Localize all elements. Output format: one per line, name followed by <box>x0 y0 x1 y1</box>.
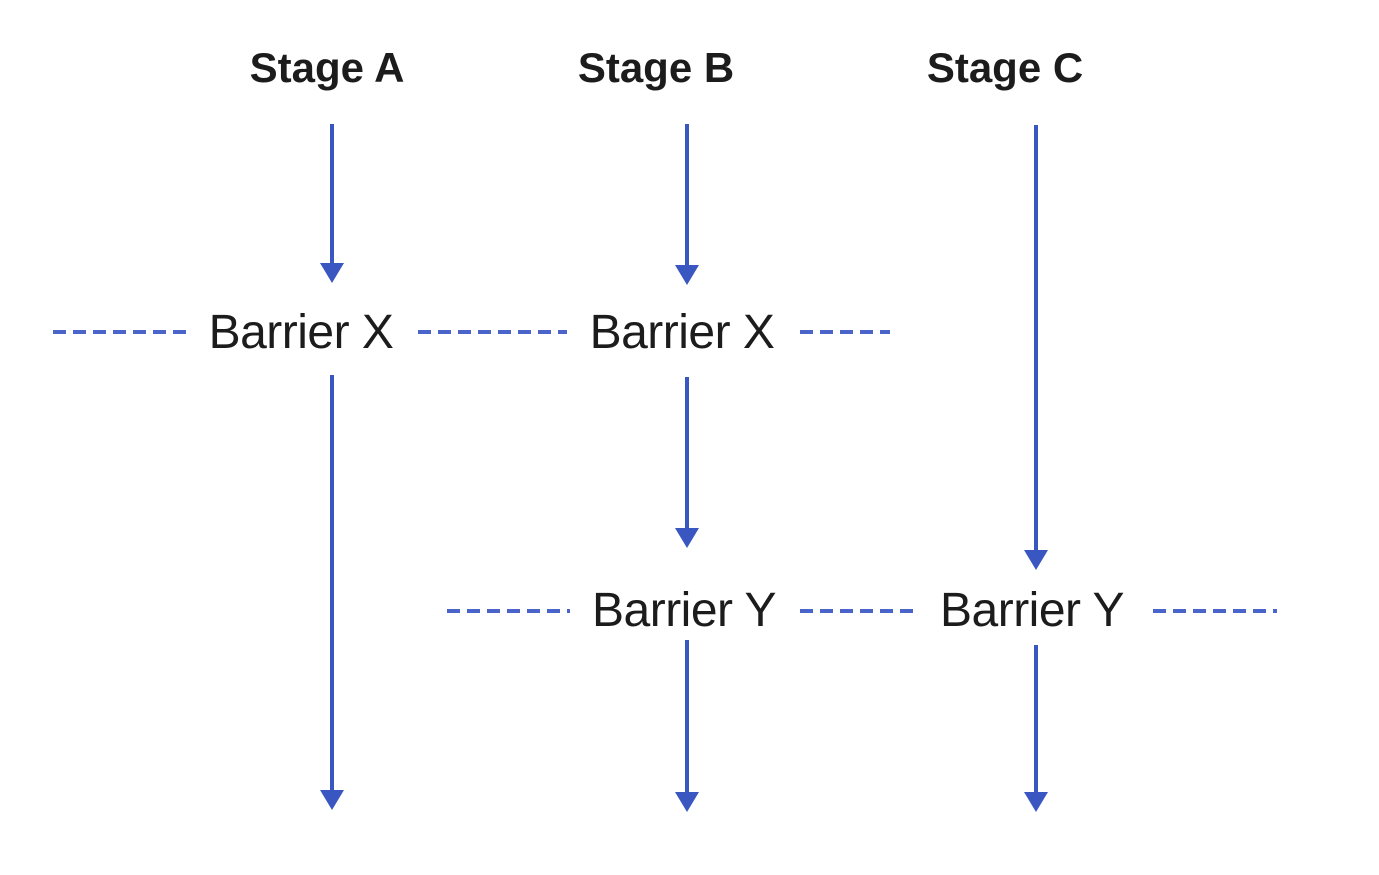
stage-c-arrow-top-head <box>1024 550 1048 570</box>
stage-a-label: Stage A <box>249 44 405 91</box>
stage-c-arrow-bottom-head <box>1024 792 1048 812</box>
stage-c-label: Stage C <box>926 44 1084 91</box>
stage-a-arrow-bottom-head <box>320 790 344 810</box>
stage-a-arrow-top-head <box>320 263 344 283</box>
stage-b-label: Stage B <box>577 44 735 91</box>
barrier-y-label-stage-c: Barrier Y <box>939 584 1125 637</box>
barrier-y-label-stage-b: Barrier Y <box>591 584 777 637</box>
barrier-x-label-stage-a: Barrier X <box>208 306 394 359</box>
stage-b-arrow-middle-head <box>675 528 699 548</box>
stage-b-arrow-top-head <box>675 265 699 285</box>
stage-b-arrow-bottom-head <box>675 792 699 812</box>
barrier-x-label-stage-b: Barrier X <box>589 306 775 359</box>
